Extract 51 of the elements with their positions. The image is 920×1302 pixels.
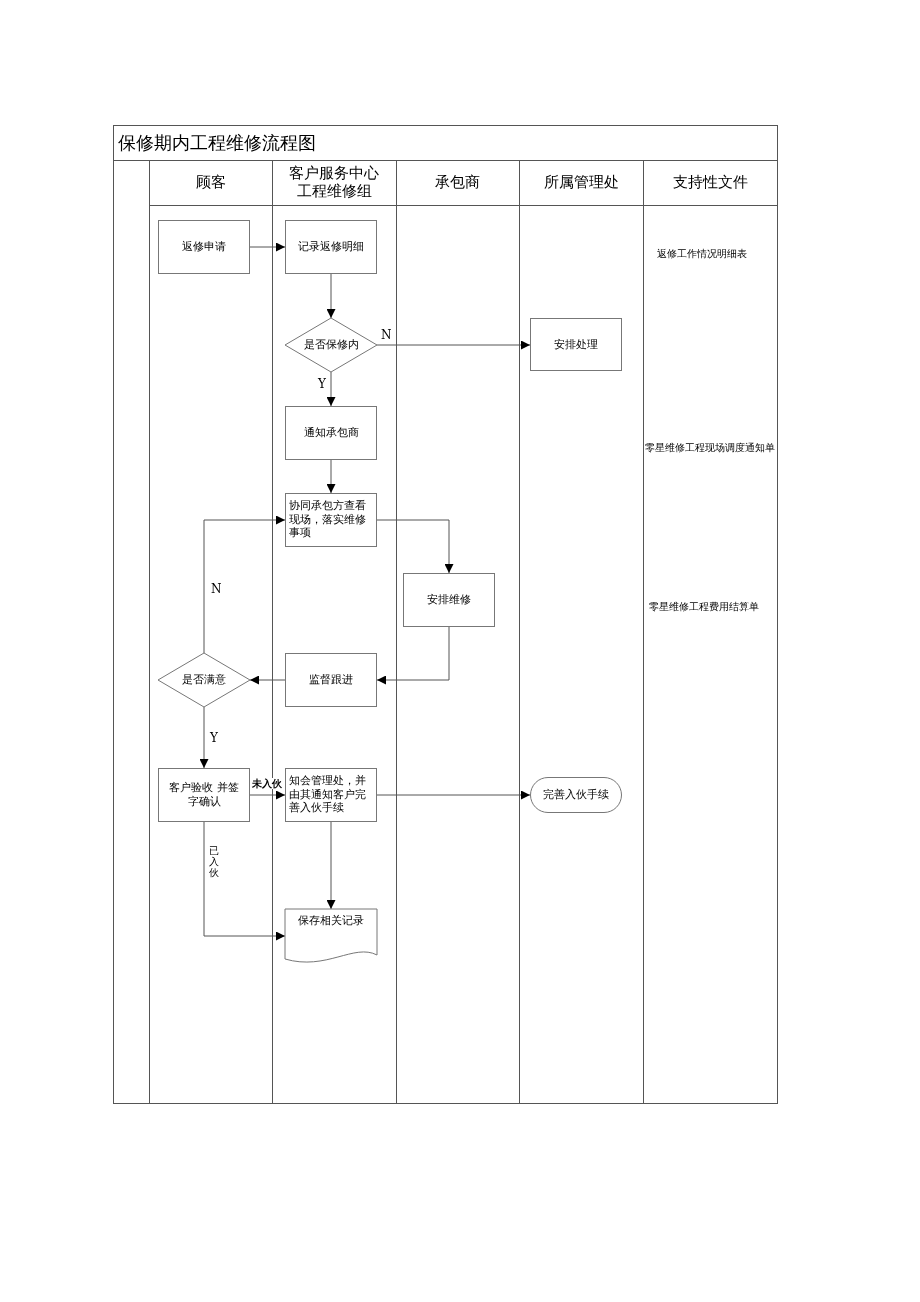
node-text: 监督跟进: [309, 673, 353, 687]
node-text: 协同承包方查看现场，落实维修事项: [289, 499, 367, 540]
arrow: [376, 340, 531, 350]
lane-header: 支持性文件: [672, 173, 748, 192]
process-box: [285, 493, 377, 547]
arrow: [376, 790, 531, 800]
node-text: 是否保修内: [303, 338, 359, 352]
process-box: [530, 318, 622, 371]
process-box: [285, 220, 377, 274]
document-shape: [285, 909, 377, 963]
node-text: 安排处理: [554, 337, 598, 352]
process-box: [285, 406, 377, 460]
lane-header: 承包商: [435, 173, 480, 192]
edge-label: 已入伙: [208, 845, 219, 878]
node-text: 安排维修: [427, 593, 471, 607]
arrow: [249, 242, 286, 252]
process-box: [158, 768, 250, 822]
arrow: [326, 821, 336, 910]
edge-label: 未入伙: [251, 778, 283, 789]
process-box: [403, 573, 495, 627]
process-box: [285, 653, 377, 707]
node-text: 记录返修明细: [298, 240, 364, 254]
process-box: [158, 220, 250, 274]
arrow: [203, 515, 286, 654]
process-box: [285, 768, 377, 822]
arrow: [376, 626, 450, 685]
node-text: 保存相关记录: [298, 914, 364, 928]
arrow: [199, 706, 209, 769]
document-name: 零星维修工程费用结算单: [649, 600, 759, 614]
node-text: 是否满意: [182, 673, 226, 687]
arrow: [326, 459, 336, 494]
arrow: [376, 519, 454, 574]
arrow: [249, 675, 286, 685]
lane-header: 客户服务中心工程维修组: [288, 165, 380, 200]
diagram-title: 保修期内工程维修流程图: [118, 131, 316, 155]
lane-header: 所属管理处: [543, 173, 619, 192]
lane-header: 顾客: [195, 173, 226, 192]
arrow: [249, 790, 286, 800]
node-text: 知会管理处，并由其通知客户完善入伙手续: [289, 774, 367, 815]
arrow: [203, 821, 286, 941]
decision-diamond: [285, 318, 377, 372]
document-name: 返修工作情况明细表: [657, 247, 747, 261]
node-text: 返修申请: [182, 240, 226, 254]
decision-diamond: [158, 653, 250, 707]
terminal-box: [530, 777, 622, 813]
node-text: 客户验收 并签字确认: [168, 781, 240, 809]
document-name: 零星维修工程现场调度通知单: [645, 441, 775, 455]
arrow: [326, 273, 336, 319]
node-text: 通知承包商: [303, 426, 359, 440]
arrow: [326, 371, 336, 407]
node-text: 完善入伙手续: [543, 788, 609, 802]
